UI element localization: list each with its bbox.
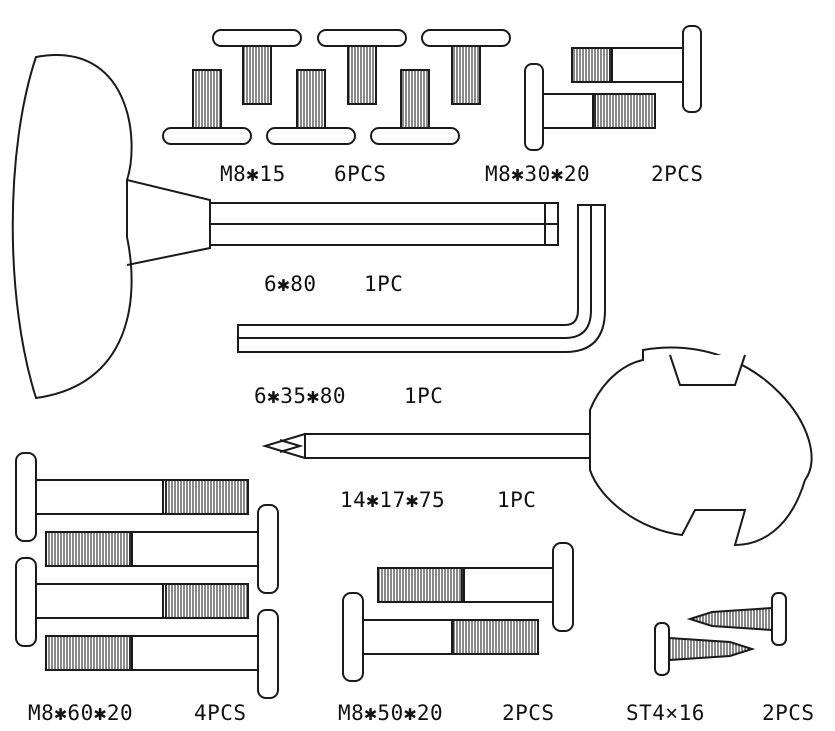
wrench-screwdriver: [261, 346, 813, 547]
label-st4x16-qty: 2PCS: [762, 701, 815, 725]
label-hex-6x80: 6✱80: [264, 272, 317, 296]
m8x50x20-bolts: [342, 542, 574, 682]
label-m8x60x20-qty: 4PCS: [194, 701, 247, 725]
label-l-key: 6✱35✱80: [254, 384, 347, 408]
label-m8x30x20: M8✱30✱20: [485, 162, 591, 186]
l-hex-key: [237, 204, 606, 353]
label-st4x16: ST4×16: [626, 701, 705, 725]
label-m8x50x20: M8✱50✱20: [338, 701, 444, 725]
label-m8x30x20-qty: 2PCS: [651, 162, 704, 186]
label-wrench: 14✱17✱75: [340, 488, 446, 512]
label-m8x15-qty: 6PCS: [334, 162, 387, 186]
m8x30x20-bolts: [524, 25, 702, 151]
label-l-key-qty: 1PC: [404, 384, 444, 408]
label-hex-6x80-qty: 1PC: [364, 272, 404, 296]
m8x15-bolts: [162, 29, 511, 145]
label-wrench-qty: 1PC: [497, 488, 537, 512]
st4x16-screws: [654, 592, 787, 676]
label-m8x50x20-qty: 2PCS: [502, 701, 555, 725]
t-handle-hex-key: [11, 54, 559, 400]
label-m8x15: M8✱15: [220, 162, 286, 186]
label-m8x60x20: M8✱60✱20: [28, 701, 134, 725]
m8x60x20-bolts: [15, 452, 279, 699]
